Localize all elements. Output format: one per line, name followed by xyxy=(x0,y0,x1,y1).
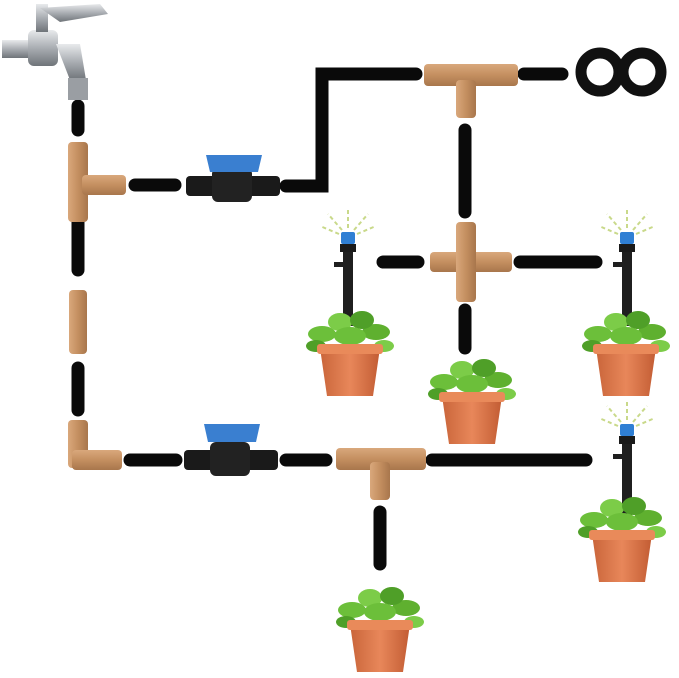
tee-connector-icon xyxy=(68,142,126,222)
elbow-connector-icon xyxy=(68,420,122,470)
tubing xyxy=(71,67,603,571)
potted-plant-icon xyxy=(582,311,670,396)
ball-valve-icon xyxy=(184,424,278,476)
potted-plant-icon xyxy=(428,359,516,444)
tee-connector-icon xyxy=(424,64,518,118)
straight-connector-icon xyxy=(69,290,87,354)
sprinkler-stake-icon xyxy=(319,207,377,327)
potted-plant-icon xyxy=(578,497,666,582)
potted-plant-icon xyxy=(336,587,424,672)
potted-plant-icon xyxy=(306,311,394,396)
tee-connector-icon xyxy=(336,448,426,500)
sprinkler-stake-icon xyxy=(598,207,656,327)
ball-valve-icon xyxy=(186,155,280,202)
cross-connector-icon xyxy=(430,222,512,302)
figure-eight-end-clamp-icon xyxy=(575,47,667,97)
faucet-icon xyxy=(2,4,108,100)
